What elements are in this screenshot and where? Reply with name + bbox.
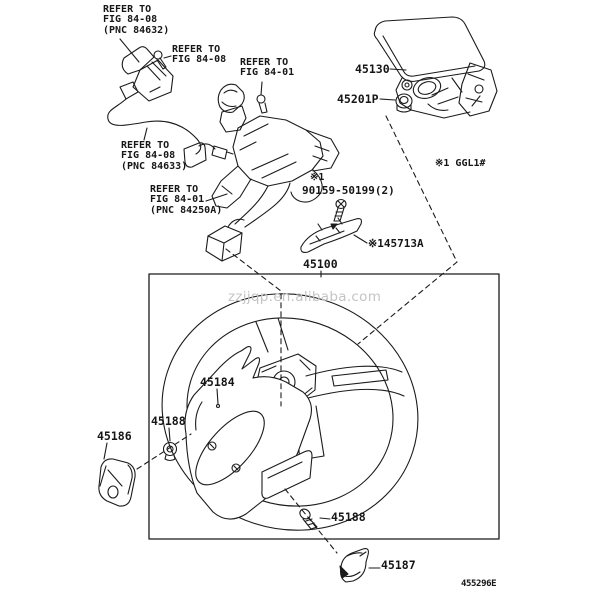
drawing-code: 455296E: [461, 579, 497, 589]
screw-90159-drawing: [330, 198, 347, 230]
airbag-pad-drawing: [373, 16, 498, 119]
refer-note-pnc84250a: REFER TO FIG 84-01 (PNC 84250A): [150, 184, 223, 216]
model-applicability-note: ※1 GGL1#: [435, 158, 486, 169]
watermark: zzjjqp.en.alibaba.com: [228, 289, 382, 305]
part-label-45100: 45100: [303, 257, 338, 271]
refer-note-fig84-01: REFER TO FIG 84-01: [240, 57, 295, 79]
part-label-45130: 45130: [355, 62, 390, 76]
column-switch-drawing: [205, 83, 340, 262]
cover-no3-drawing: [339, 548, 369, 583]
screw-45188-lower-drawing: [299, 508, 318, 530]
part-label-45713a: ※145713A: [368, 237, 424, 250]
nut-drawing: [395, 93, 413, 113]
part-label-90159-50199: 90159-50199(2): [302, 184, 395, 197]
part-label-45188-lower: 45188: [331, 510, 366, 524]
paddle-switch-drawing: [107, 46, 234, 168]
refer-note-pnc84633: REFER TO FIG 84-08 (PNC 84633): [121, 140, 188, 172]
cover-no2-drawing: [98, 458, 136, 507]
frame-box: [148, 273, 500, 540]
part-label-45187: 45187: [381, 558, 416, 572]
part-label-45184: 45184: [200, 375, 235, 389]
part-note-ref1: ※1: [310, 172, 325, 183]
leader-lines: [103, 38, 407, 569]
refer-note-fig84-08: REFER TO FIG 84-08: [172, 44, 227, 66]
garnish-drawing: [300, 217, 362, 253]
dashed-assembly-lines: [136, 115, 458, 554]
part-label-45201p: 45201P: [337, 92, 379, 106]
lower-cover-drawing: [184, 346, 313, 520]
part-label-45186: 45186: [97, 429, 132, 443]
screw-45188-upper-drawing: [162, 441, 178, 462]
refer-note-pnc84632: REFER TO FIG 84-08 (PNC 84632): [103, 4, 170, 36]
part-label-45188-upper: 45188: [151, 414, 186, 428]
small-screw-drawing: [256, 94, 268, 114]
